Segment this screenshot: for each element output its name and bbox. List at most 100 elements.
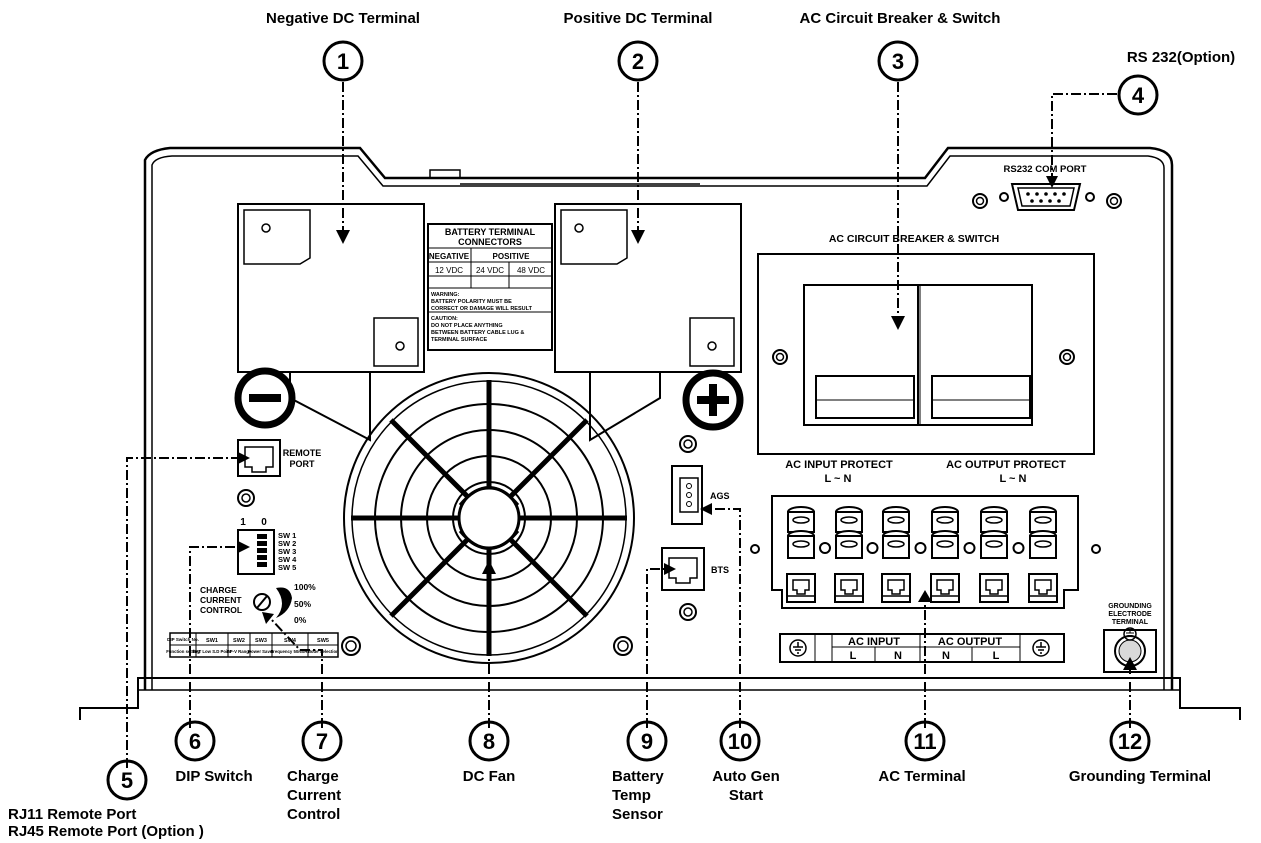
ac-terminal-screw bbox=[963, 542, 976, 554]
callout-11-title: AC Terminal bbox=[878, 768, 965, 785]
dip-table-h5: SW5 bbox=[317, 638, 329, 644]
charge-label-2: CURRENT bbox=[200, 595, 242, 605]
callout-2-title: Positive DC Terminal bbox=[564, 10, 713, 27]
callout-12: 12 Grounding Terminal bbox=[1069, 720, 1211, 785]
callout-7-title-3: Control bbox=[287, 806, 340, 823]
ac-terminal-post bbox=[1028, 506, 1058, 603]
ac-terminal-post bbox=[930, 506, 960, 603]
ac-terminal-screw bbox=[1012, 542, 1025, 554]
battery-label-title-1: BATTERY TERMINAL bbox=[445, 227, 536, 237]
callout-1: Negative DC Terminal 1 bbox=[266, 10, 420, 82]
callout-12-title: Grounding Terminal bbox=[1069, 768, 1211, 785]
charge-label-1: CHARGE bbox=[200, 585, 237, 595]
ac-strip-n2: N bbox=[942, 650, 950, 662]
dip-table-h2: SW2 bbox=[233, 638, 245, 644]
dip-table-f0: Function setting bbox=[166, 649, 200, 654]
callout-6-number: 6 bbox=[189, 729, 201, 754]
callout-5-title: RJ11 Remote Port bbox=[8, 806, 136, 823]
callout-5-title-2: RJ45 Remote Port (Option ) bbox=[8, 823, 204, 840]
callout-8: 8 DC Fan bbox=[463, 720, 516, 785]
callout-7: 7 Charge Current Control bbox=[287, 720, 343, 823]
ground-symbol-icon bbox=[1032, 639, 1050, 657]
callout-4-number: 4 bbox=[1132, 83, 1145, 108]
rs232-label: RS232 COM PORT bbox=[1004, 164, 1087, 175]
callout-3-title: AC Circuit Breaker & Switch bbox=[800, 10, 1001, 27]
callout-7-number: 7 bbox=[316, 729, 328, 754]
remote-port-label-1: REMOTE bbox=[283, 448, 322, 458]
callout-8-title: DC Fan bbox=[463, 768, 516, 785]
battery-caution-2: DO NOT PLACE ANYTHING bbox=[431, 323, 503, 329]
callout-10-title: Auto Gen bbox=[712, 768, 780, 785]
dip-sw5: SW 5 bbox=[278, 563, 296, 572]
charge-50: 50% bbox=[294, 599, 311, 609]
remote-port: REMOTE PORT bbox=[237, 439, 322, 507]
battery-terminal-label: BATTERY TERMINAL CONNECTORS NEGATIVE POS… bbox=[427, 223, 553, 351]
dip-sw4: SW 4 bbox=[278, 555, 297, 564]
callout-12-number: 12 bbox=[1118, 729, 1142, 754]
dip-sw1: SW 1 bbox=[278, 531, 296, 540]
ac-strip-n1: N bbox=[894, 650, 902, 662]
remote-port-label-2: PORT bbox=[289, 459, 315, 469]
leader-arrowheads bbox=[238, 176, 1137, 670]
callout-10-title-2: Start bbox=[729, 787, 763, 804]
negative-dc-terminal bbox=[234, 203, 425, 442]
grounding-label-2: ELECTRODE bbox=[1108, 611, 1152, 618]
battery-label-24v: 24 VDC bbox=[476, 266, 504, 275]
battery-label-positive: POSITIVE bbox=[493, 252, 531, 261]
ac-terminal-screw bbox=[914, 542, 927, 554]
dip-function-table: DIP Switch No. SW1 SW2 SW3 SW4 SW5 Funct… bbox=[166, 632, 339, 658]
ac-output-ln: L ~ N bbox=[999, 473, 1026, 485]
battery-label-48v: 48 VDC bbox=[517, 266, 545, 275]
battery-warning-1: WARNING: bbox=[431, 292, 460, 298]
dip-table-f4: Frequency 50/60Hz bbox=[271, 649, 310, 654]
ac-circuit-breaker: AC CIRCUIT BREAKER & SWITCH bbox=[757, 233, 1095, 455]
ac-breaker-label: AC CIRCUIT BREAKER & SWITCH bbox=[829, 233, 999, 245]
dip-table-f1: BAT Low S.D Point bbox=[193, 649, 232, 654]
callout-3: AC Circuit Breaker & Switch 3 bbox=[800, 10, 1001, 82]
charge-label-3: CONTROL bbox=[200, 605, 242, 615]
dip-header-0: 0 bbox=[261, 517, 267, 528]
charge-100: 100% bbox=[294, 582, 316, 592]
callout-2: Positive DC Terminal 2 bbox=[564, 10, 713, 82]
dip-table-f5: Mode Selection bbox=[307, 649, 339, 654]
callout-11: 11 AC Terminal bbox=[878, 720, 966, 785]
dip-table-h1: SW1 bbox=[206, 638, 218, 644]
ground-symbol-icon bbox=[789, 639, 807, 657]
ac-input-ln: L ~ N bbox=[824, 473, 851, 485]
callout-5-number: 5 bbox=[121, 768, 133, 793]
callout-9: 9 Battery Temp Sensor bbox=[612, 720, 668, 823]
ac-terminal-post bbox=[834, 506, 864, 603]
callout-7-title-2: Current bbox=[287, 787, 341, 804]
callout-11-number: 11 bbox=[913, 729, 936, 754]
ac-terminal-post bbox=[979, 506, 1009, 603]
chassis bbox=[79, 146, 1241, 720]
callout-8-number: 8 bbox=[483, 729, 495, 754]
callout-9-number: 9 bbox=[641, 729, 653, 754]
callout-4: RS 232(Option) 4 bbox=[1117, 49, 1235, 116]
ac-terminal-screw bbox=[819, 542, 831, 554]
callout-7-title: Charge bbox=[287, 768, 339, 785]
dip-table-h0: DIP Switch No. bbox=[167, 637, 199, 642]
ac-output-protect: AC OUTPUT PROTECT bbox=[946, 459, 1066, 471]
charge-current-control: CHARGE CURRENT CONTROL 100% 50% 0% bbox=[200, 582, 316, 625]
ags-label: AGS bbox=[710, 491, 730, 501]
ac-strip-l1: L bbox=[850, 650, 857, 662]
positive-dc-terminal bbox=[554, 203, 744, 442]
ags-bts-connectors: AGS BTS bbox=[661, 435, 730, 621]
ac-terminal-post bbox=[881, 506, 911, 603]
callout-9-title-2: Temp bbox=[612, 787, 651, 804]
dip-table-f3: Power Saver bbox=[248, 649, 274, 654]
callout-9-title-3: Sensor bbox=[612, 806, 663, 823]
dip-sw2: SW 2 bbox=[278, 539, 296, 548]
battery-label-negative: NEGATIVE bbox=[429, 252, 470, 261]
grounding-label-1: GROUNDING bbox=[1108, 603, 1152, 610]
battery-caution-3: BETWEEN BATTERY CABLE LUG & bbox=[431, 330, 524, 336]
dip-sw3: SW 3 bbox=[278, 547, 296, 556]
charge-0: 0% bbox=[294, 615, 307, 625]
callout-5: 5 RJ11 Remote Port RJ45 Remote Port (Opt… bbox=[8, 759, 204, 840]
callout-6: 6 DIP Switch bbox=[174, 720, 253, 785]
callout-4-title: RS 232(Option) bbox=[1127, 49, 1235, 66]
battery-label-12v: 12 VDC bbox=[435, 266, 463, 275]
ac-terminal-post bbox=[786, 506, 816, 603]
